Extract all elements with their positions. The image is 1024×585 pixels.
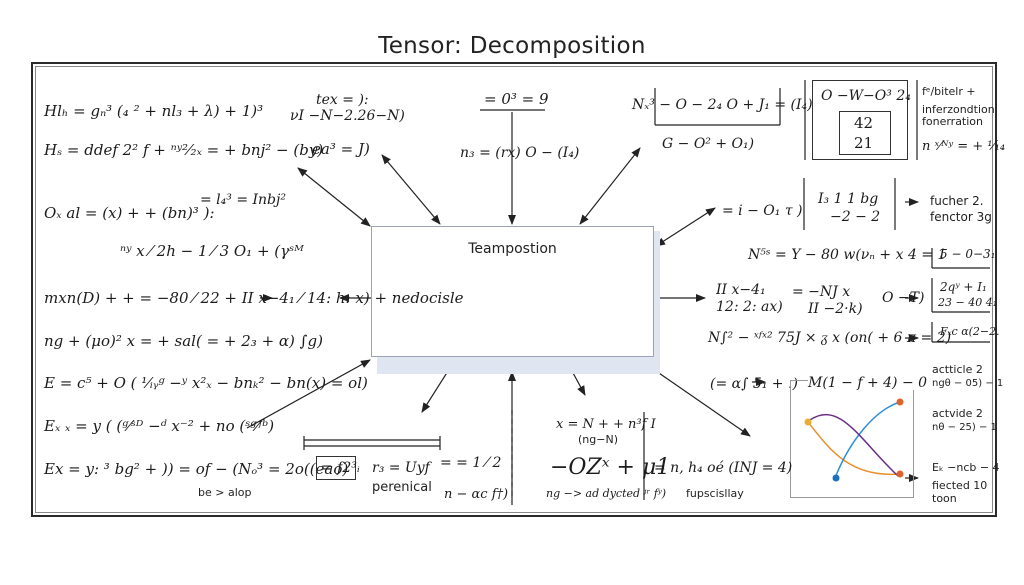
formula-left-1: Hlₕ = gₙ³ (₄ ² + nl₃ + λ) + 1)³ [44, 102, 264, 120]
formula-right-7: N∫² − ˣᶠˣ² 75J × ᵹ x (on( + 6 π = 2) [708, 330, 952, 346]
formula-top-7: Nₓ³ − O − 2₄ O + J₁ = (I₄) [632, 97, 813, 113]
mini-plot-title: M(1 − f + 4) − 0 [808, 375, 928, 391]
arrow-from-top-3 [579, 147, 641, 225]
fraction-value-top: 42 [854, 114, 874, 132]
formula-right-4b: 12: 2: ax) [716, 299, 783, 315]
formula-right-5a: = −NJ x [792, 284, 851, 300]
mini-curve-blue [834, 401, 901, 479]
note-right-1: fᵉ/bitelr + [922, 85, 976, 98]
label-fupscisllay: fupscisllay [686, 487, 744, 500]
matrix-row-2: −2 − 2 [830, 209, 881, 225]
formula-left-2: Hₛ = ddef 2² f + ⁿʸ²⁄₂ₓ = + bnj² − (by) [44, 141, 324, 159]
note-right-3: fonerration [922, 115, 984, 128]
fraction-numerator: O −W−O³ 2₄ [821, 88, 911, 104]
inner-frame [35, 66, 993, 513]
formula-top-4: = 0³ = 9 [484, 90, 549, 108]
formula-right-8: (= α∫ 5₁ + .) [710, 376, 798, 392]
small-box-formula: = f2³ᵢ [321, 460, 360, 476]
matrix-row-1: I₃ 1 1 bg [818, 191, 879, 207]
note-right-2: inferzondtion [922, 103, 995, 116]
label-fiected: fiected 10 [932, 479, 988, 492]
formula-right-3: N⁵ˢ = Y − 80 w(νₙ + x 4 = 1 [748, 247, 947, 263]
bracket-value-3: Fₓc α(2−2. [940, 325, 1000, 338]
label-perenical: perenical [372, 480, 432, 495]
arrow-from-left-1 [297, 167, 371, 227]
formula-bottom-7: = n, h₄ oé (INJ = 4) [654, 460, 793, 476]
formula-top-5: n₃ = (rx) O − (I₄) [460, 145, 580, 161]
formula-bottom-2: = = 1 ⁄ 2 [440, 455, 502, 471]
formula-left-8: Eₓ ₓ = y ( (ᵍ⁄ˢᴰ −ᵈ x⁻² + no (ˢᵍ⁄ᶠᵇ) [44, 417, 275, 435]
label-fenctor: fenctor 3g [930, 210, 992, 224]
formula-top-2: νI −N−2.26−N) [290, 108, 405, 124]
label-fucher: fucher 2. [930, 194, 984, 208]
label-toon: toon [932, 492, 957, 505]
center-label: Teampostion [468, 241, 557, 257]
formula-left-4: ⁿʸ x ⁄ 2h − 1 ⁄ 3 O₁ + (γˢᴹ [120, 242, 304, 260]
formula-right-2: = i − O₁ τ ) [722, 203, 803, 219]
formula-top-6: = l₄³ = Inbj² [200, 192, 286, 208]
arrow-from-top-1 [381, 154, 441, 225]
formula-left-5: mxn(D) + + = −80 ⁄ 22 + II x−4₁ ⁄ 14: h:… [44, 289, 464, 307]
mini-dot-blue [832, 474, 840, 482]
label-actvide: actvide 2 [932, 407, 983, 420]
formula-left-6: ng + (μo)² x = + sal( = + 2₃ + α) ∫g) [44, 332, 323, 350]
formula-top-8: G − O² + O₁) [662, 136, 755, 152]
formula-left-9: Ex = y: ³ bg² + )) = of − (Nₒ³ = 2o((eao… [44, 460, 349, 478]
label-ng-n: (ng−N) [578, 433, 618, 446]
label-actticle-value: ngθ − 05) − 1 [932, 378, 1004, 389]
formula-right-6: O −T) [882, 290, 925, 306]
bracket-value-1: 5 − 0−3₁ [940, 247, 996, 261]
arrow-from-right-1 [655, 207, 716, 247]
formula-bottom-4: x = N + + n³f I [556, 417, 656, 432]
formula-bottom-1: r₃ = Uyf [372, 460, 430, 476]
label-actvide-value: nθ − 25) − 1 [932, 422, 997, 433]
formula-bottom-6: ng −> ad dycted ʲʳ fʸ) [546, 487, 667, 500]
mini-dot-yellow [804, 418, 812, 426]
formula-top-3: ea³ = J) [312, 140, 370, 158]
formula-right-5b: II −2·k) [808, 301, 863, 317]
mini-dot-orange-bottom [896, 470, 904, 478]
outer-frame [31, 62, 997, 517]
formula-right-1: n ˣ⁄ᴺʸ = + ¹⁄₁₄ [922, 139, 1006, 154]
label-actticle: actticle 2 [932, 363, 983, 376]
bracket-value-2a: 2qʸ + I₁ [940, 280, 987, 294]
center-box: Teampostion [371, 226, 654, 357]
formula-left-7: E = c⁵ + O ( ¹⁄ᵢᵧᵍ −ʸ x²ₓ − bnₖ² − bn(x)… [44, 374, 368, 392]
label-ek: Eₖ −ncb − 4 [932, 461, 1000, 474]
formula-left-3: Oₓ al = (x) + + (bn)³ ): [44, 204, 215, 222]
bracket-value-2b: 23 − 40 4₁ [938, 296, 998, 309]
small-box: = f2³ᵢ [316, 456, 360, 480]
formula-top-1: tex = ): [316, 92, 369, 108]
mini-curve-purple [809, 413, 899, 477]
formula-right-4a: II x−4₁ [716, 282, 766, 298]
arrow-from-right-2 [642, 361, 751, 437]
mini-dot-orange-top [896, 398, 904, 406]
fraction-value-bottom: 21 [854, 134, 874, 152]
label-be-alop: be > alop [198, 486, 252, 499]
formula-bottom-5: −OZˣ + μ1 [550, 455, 671, 480]
fraction-box: O −W−O³ 2₄ 42 21 [812, 80, 911, 160]
arrow-from-left-2 [246, 359, 371, 429]
mini-plot [804, 398, 904, 482]
fraction-inner-box: 42 21 [839, 111, 891, 155]
page-title: Tensor: Decomposition [378, 33, 646, 59]
formula-bottom-3: n − αc f†) [444, 487, 509, 502]
